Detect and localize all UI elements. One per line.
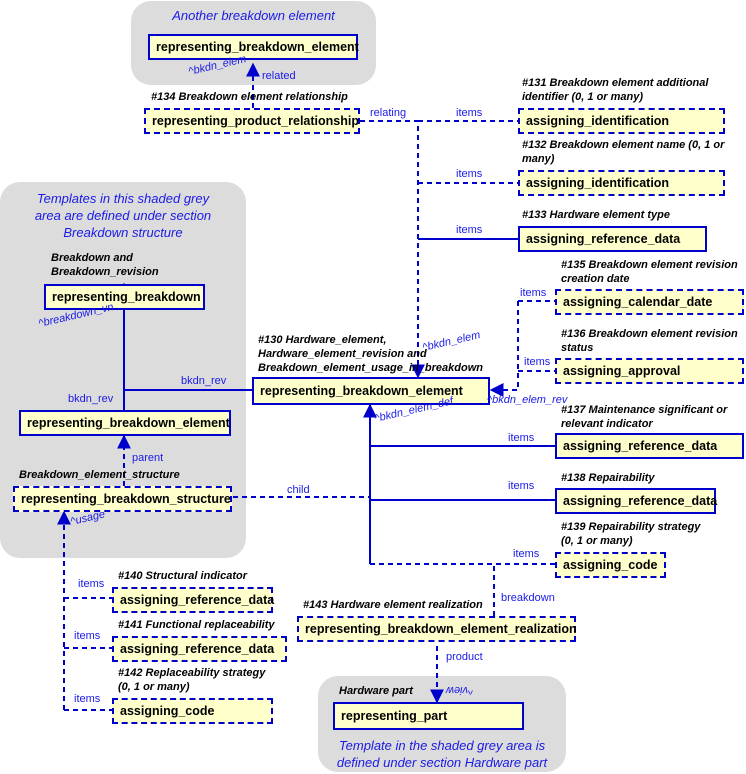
label-related: related <box>262 70 296 82</box>
box-assigning-reference-data-137[interactable]: assigning_reference_data <box>555 433 744 459</box>
label-items-137: items <box>508 432 535 444</box>
box-assigning-code-139[interactable]: assigning_code <box>555 552 666 578</box>
label-items-138: items <box>508 480 535 492</box>
box-assigning-reference-data-138[interactable]: assigning_reference_data <box>555 488 717 514</box>
caption-130-line1: #130 Hardware_element, <box>258 334 387 346</box>
label-items-133: items <box>456 224 483 236</box>
caption-143: #143 Hardware element realization <box>303 599 483 611</box>
label-items-139: items <box>513 548 540 560</box>
caption-138: #138 Repairability <box>561 472 655 484</box>
label-relating: relating <box>370 107 407 119</box>
note-breakdown-structure-2: area are defined under section <box>34 208 212 223</box>
note-breakdown-structure-3: Breakdown structure <box>63 225 183 240</box>
box-assigning-reference-data-140[interactable]: assigning_reference_data <box>112 587 274 613</box>
caption-breakdown-line2: Breakdown_revision <box>51 266 159 278</box>
caption-132-line2: many) <box>522 153 555 165</box>
label-items-132: items <box>456 168 483 180</box>
caption-133: #133 Hardware element type <box>522 209 670 221</box>
box-representing-breakdown-element-left[interactable]: representing_breakdown_element <box>19 410 231 436</box>
caption-142-line2: (0, 1 or many) <box>118 681 190 693</box>
label-bkdn-elem-rev: ^bkdn_elem_rev <box>487 394 568 406</box>
note-hardware-part-1: Template in the shaded grey area is <box>338 738 546 753</box>
label-bkdn-rev-a: bkdn_rev <box>181 375 227 387</box>
label-items-140: items <box>78 578 105 590</box>
box-representing-breakdown-element-main[interactable]: representing_breakdown_element <box>252 377 490 405</box>
caption-breakdown-line1: Breakdown and <box>51 252 133 264</box>
caption-136-line2: status <box>561 342 594 354</box>
label-child: child <box>287 484 310 496</box>
box-assigning-reference-data-141[interactable]: assigning_reference_data <box>112 636 287 662</box>
caption-134: #134 Breakdown element relationship <box>151 91 348 103</box>
caption-139-line1: #139 Repairability strategy <box>561 521 701 533</box>
caption-131-line2: identifier (0, 1 or many) <box>522 91 644 103</box>
box-assigning-identification-131[interactable]: assigning_identification <box>518 108 725 134</box>
label-view: ^view <box>446 684 474 696</box>
box-representing-breakdown-structure[interactable]: representing_breakdown_structure <box>13 486 232 512</box>
caption-137-line1: #137 Maintenance significant or <box>561 404 728 416</box>
label-bkdn-rev-b: bkdn_rev <box>68 393 114 405</box>
caption-hardware-part: Hardware part <box>339 685 413 697</box>
caption-breakdown-element-structure: Breakdown_element_structure <box>19 469 180 481</box>
caption-137-line2: relevant indicator <box>561 418 653 430</box>
label-parent: parent <box>132 452 164 464</box>
box-assigning-identification-132[interactable]: assigning_identification <box>518 170 725 196</box>
caption-139-line2: (0, 1 or many) <box>561 535 633 547</box>
caption-130-line3: Breakdown_element_usage_in_breakdown <box>258 362 483 374</box>
box-representing-breakdown-element-realization[interactable]: representing_breakdown_element_realizati… <box>297 616 577 642</box>
line-items-135-b <box>489 301 519 397</box>
caption-130-line2: Hardware_element_revision and <box>258 348 427 360</box>
box-assigning-calendar-date-135[interactable]: assigning_calendar_date <box>555 289 744 315</box>
label-items-141: items <box>74 630 101 642</box>
caption-135-line1: #135 Breakdown element revision <box>561 259 738 271</box>
note-hardware-part-2: defined under section Hardware part <box>336 755 548 770</box>
caption-142-line1: #142 Replaceability strategy <box>118 667 266 679</box>
caption-132-line1: #132 Breakdown element name (0, 1 or <box>522 139 725 151</box>
caption-135-line2: creation date <box>561 273 630 285</box>
note-another-breakdown-element: Another breakdown element <box>172 8 335 23</box>
box-representing-breakdown[interactable]: representing_breakdown <box>44 284 205 310</box>
box-assigning-reference-data-133[interactable]: assigning_reference_data <box>518 226 707 252</box>
caption-140: #140 Structural indicator <box>118 570 247 582</box>
caption-141: #141 Functional replaceability <box>118 619 275 631</box>
label-items-136: items <box>524 356 551 368</box>
label-items-131: items <box>456 107 483 119</box>
caption-131-line1: #131 Breakdown element additional <box>522 77 709 89</box>
note-breakdown-structure-1: Templates in this shaded grey <box>36 191 210 206</box>
box-representing-product-relationship[interactable]: representing_product_relationship <box>144 108 360 134</box>
box-assigning-code-142[interactable]: assigning_code <box>112 698 273 724</box>
box-representing-breakdown-element-top[interactable]: representing_breakdown_element <box>148 34 359 60</box>
label-product: product <box>446 651 483 663</box>
box-assigning-approval-136[interactable]: assigning_approval <box>555 358 744 384</box>
label-breakdown: breakdown <box>501 592 555 604</box>
caption-136-line1: #136 Breakdown element revision <box>561 328 738 340</box>
label-items-142: items <box>74 693 101 705</box>
box-representing-part[interactable]: representing_part <box>333 702 524 730</box>
label-items-135: items <box>520 287 547 299</box>
